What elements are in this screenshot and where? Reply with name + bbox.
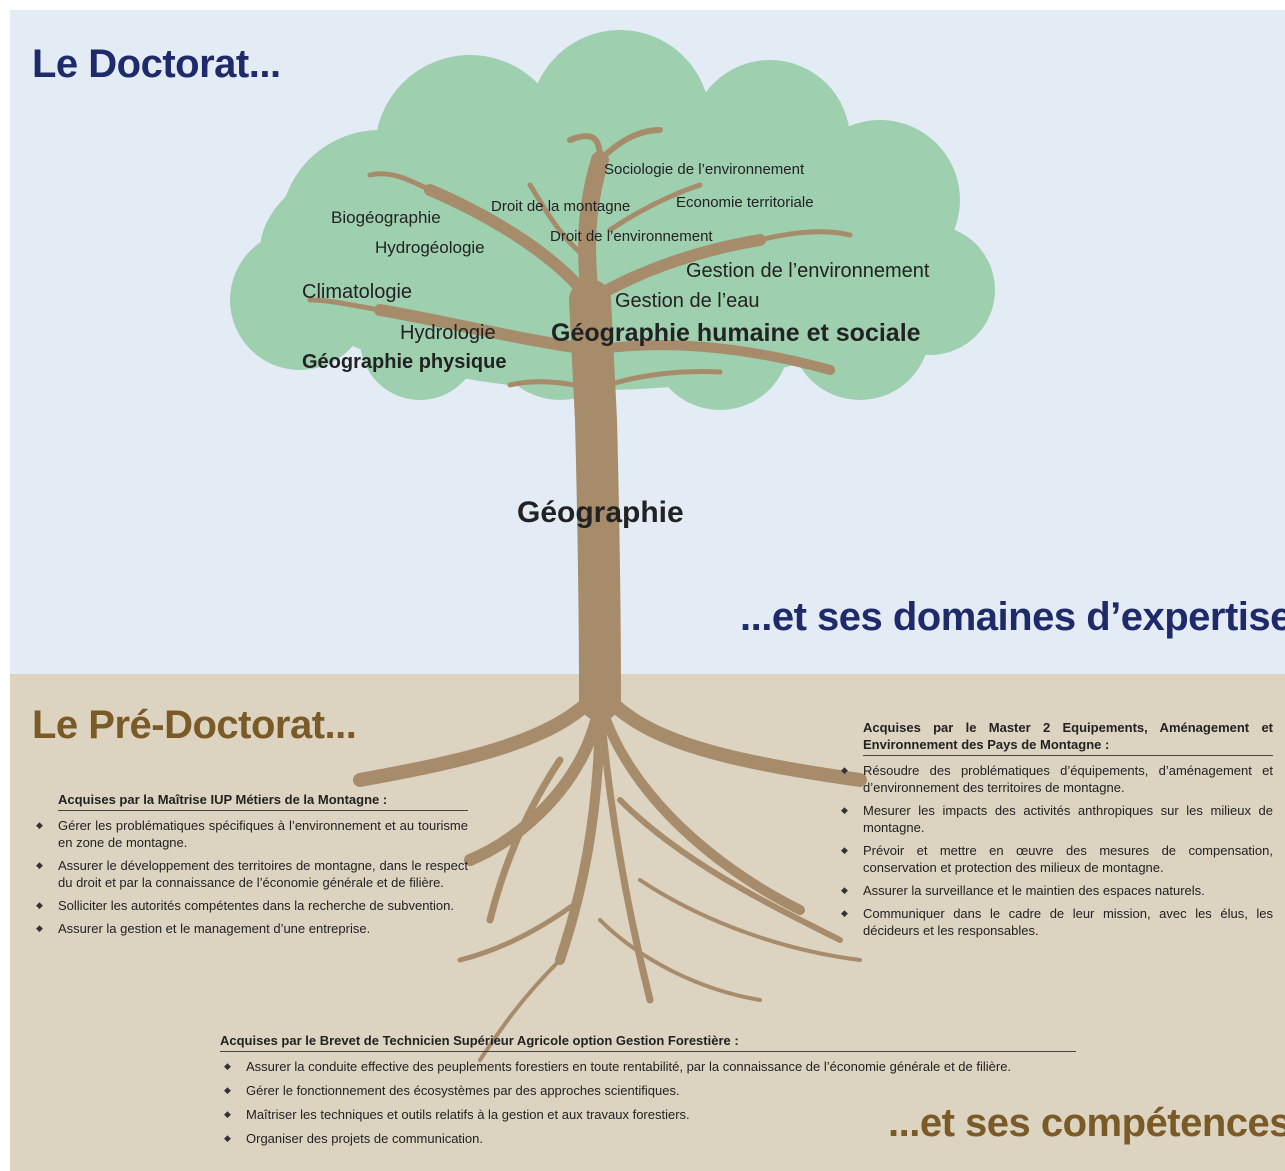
title-pre-doctorat: Le Pré-Doctorat... [32,703,357,747]
maitrise-skills-block: Acquises par la Maîtrise IUP Métiers de … [34,791,468,943]
tree-canopy [230,30,995,410]
title-doctorat: Le Doctorat... [32,42,281,86]
list-item: Assurer la gestion et le management d’un… [34,920,468,937]
list-item: Gérer les problématiques spécifiques à l… [34,817,468,851]
label-geographie-physique: Géographie physique [302,351,507,373]
list-item: Mesurer les impacts des activités anthro… [839,802,1273,836]
label-hydrologie: Hydrologie [400,322,496,344]
list-item: Communiquer dans le cadre de leur missio… [839,905,1273,939]
master-heading: Acquises par le Master 2 Equipements, Am… [863,719,1273,756]
tree-trunk [307,127,867,1062]
label-hydrogeologie: Hydrogéologie [375,238,485,257]
list-item: Gérer le fonctionnement des écosystèmes … [222,1082,1076,1099]
label-gestion-eau: Gestion de l’eau [615,290,760,312]
maitrise-list: Gérer les problématiques spécifiques à l… [34,817,468,937]
list-item: Organiser des projets de communication. [222,1130,1076,1147]
list-item: Résoudre des problématiques d’équipement… [839,762,1273,796]
title-domaines-expertise: ...et ses domaines d’expertise [740,595,1285,639]
master-list: Résoudre des problématiques d’équipement… [839,762,1273,939]
list-item: Assurer la surveillance et le maintien d… [839,882,1273,899]
list-item: Prévoir et mettre en œuvre des mesures d… [839,842,1273,876]
label-droit-environnement: Droit de l’environnement [550,228,713,245]
maitrise-heading: Acquises par la Maîtrise IUP Métiers de … [58,791,468,811]
list-item: Assurer le développement des territoires… [34,857,468,891]
label-droit-montagne: Droit de la montagne [491,198,631,215]
bts-skills-block: Acquises par le Brevet de Technicien Sup… [220,1032,1076,1154]
list-item: Solliciter les autorités compétentes dan… [34,897,468,914]
bts-list: Assurer la conduite effective des peuple… [222,1058,1076,1147]
label-climatologie: Climatologie [302,281,413,303]
list-item: Assurer la conduite effective des peuple… [222,1058,1076,1075]
label-economie: Economie territoriale [676,194,814,211]
label-biogeographie: Biogéographie [331,208,441,227]
label-geographie-humaine: Géographie humaine et sociale [551,319,921,347]
bts-heading: Acquises par le Brevet de Technicien Sup… [220,1032,1076,1052]
label-sociologie: Sociologie de l’environnement [604,161,805,178]
list-item: Maîtriser les techniques et outils relat… [222,1106,1076,1123]
master-skills-block: Acquises par le Master 2 Equipements, Am… [839,719,1273,945]
label-geographie: Géographie [517,496,684,529]
label-gestion-environnement: Gestion de l’environnement [686,260,930,282]
